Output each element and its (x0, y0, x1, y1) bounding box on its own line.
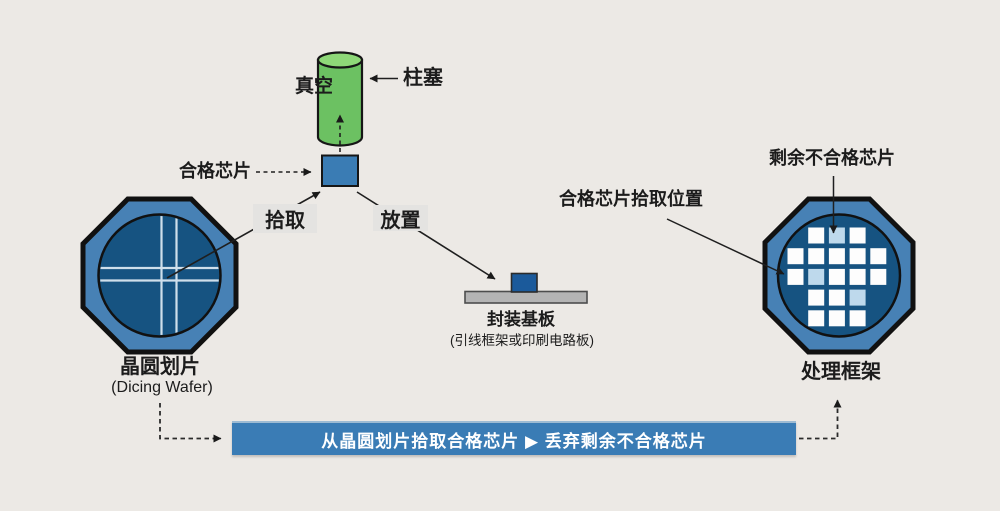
wafer-to-banner-connector (159, 403, 222, 443)
wafer-scribe-lines (100, 216, 219, 335)
placed-chip (510, 272, 538, 293)
die-picked-position (828, 248, 845, 265)
die-picked-position (787, 248, 804, 265)
picked-chip (321, 154, 359, 187)
die-picked-position (808, 227, 825, 244)
good-chip-label: 合格芯片 (179, 161, 251, 181)
die-picked-position (870, 268, 887, 285)
die-picked-position (808, 248, 825, 265)
substrate-title: 封装基板 (487, 310, 555, 329)
plunger-label: 柱塞 (403, 67, 443, 89)
die-picked-position (828, 310, 845, 327)
die-picked-position (849, 248, 866, 265)
die-picked-position (808, 289, 825, 306)
pickup-position-label: 合格芯片拾取位置 (559, 189, 703, 209)
substrate-bar (464, 290, 588, 304)
wafer-title: 晶圆划片 (120, 356, 200, 378)
pick-label: 拾取 (253, 204, 317, 233)
leftover-chips-label: 剩余不合格芯片 (769, 148, 895, 168)
die-picked-position (787, 268, 804, 285)
place-label: 放置 (373, 205, 428, 232)
die-leftover-bad-chip (828, 227, 845, 244)
wafer-subtitle: (Dicing Wafer) (111, 379, 213, 396)
die-picked-position (808, 310, 825, 327)
die-picked-position (849, 310, 866, 327)
plunger-top (316, 51, 364, 69)
pickup-position-arrow (666, 218, 785, 275)
substrate-subtitle: (引线框架或印刷电路板) (450, 333, 594, 348)
die-picked-position (828, 268, 845, 285)
die-picked-position (870, 248, 887, 265)
process-banner: 从晶圆划片拾取合格芯片 ▶ 丢弃剩余不合格芯片 (232, 421, 796, 455)
vacuum-label: 真空 (295, 76, 334, 97)
die-picked-position (849, 227, 866, 244)
plunger-cylinder (316, 58, 364, 147)
frame-title: 处理框架 (801, 361, 881, 383)
banner-to-frame-connector (799, 399, 842, 440)
wafer-circle (97, 213, 222, 338)
die-leftover-bad-chip (808, 268, 825, 285)
die-picked-position (828, 289, 845, 306)
die-picked-position (849, 268, 866, 285)
die-leftover-bad-chip (849, 289, 866, 306)
